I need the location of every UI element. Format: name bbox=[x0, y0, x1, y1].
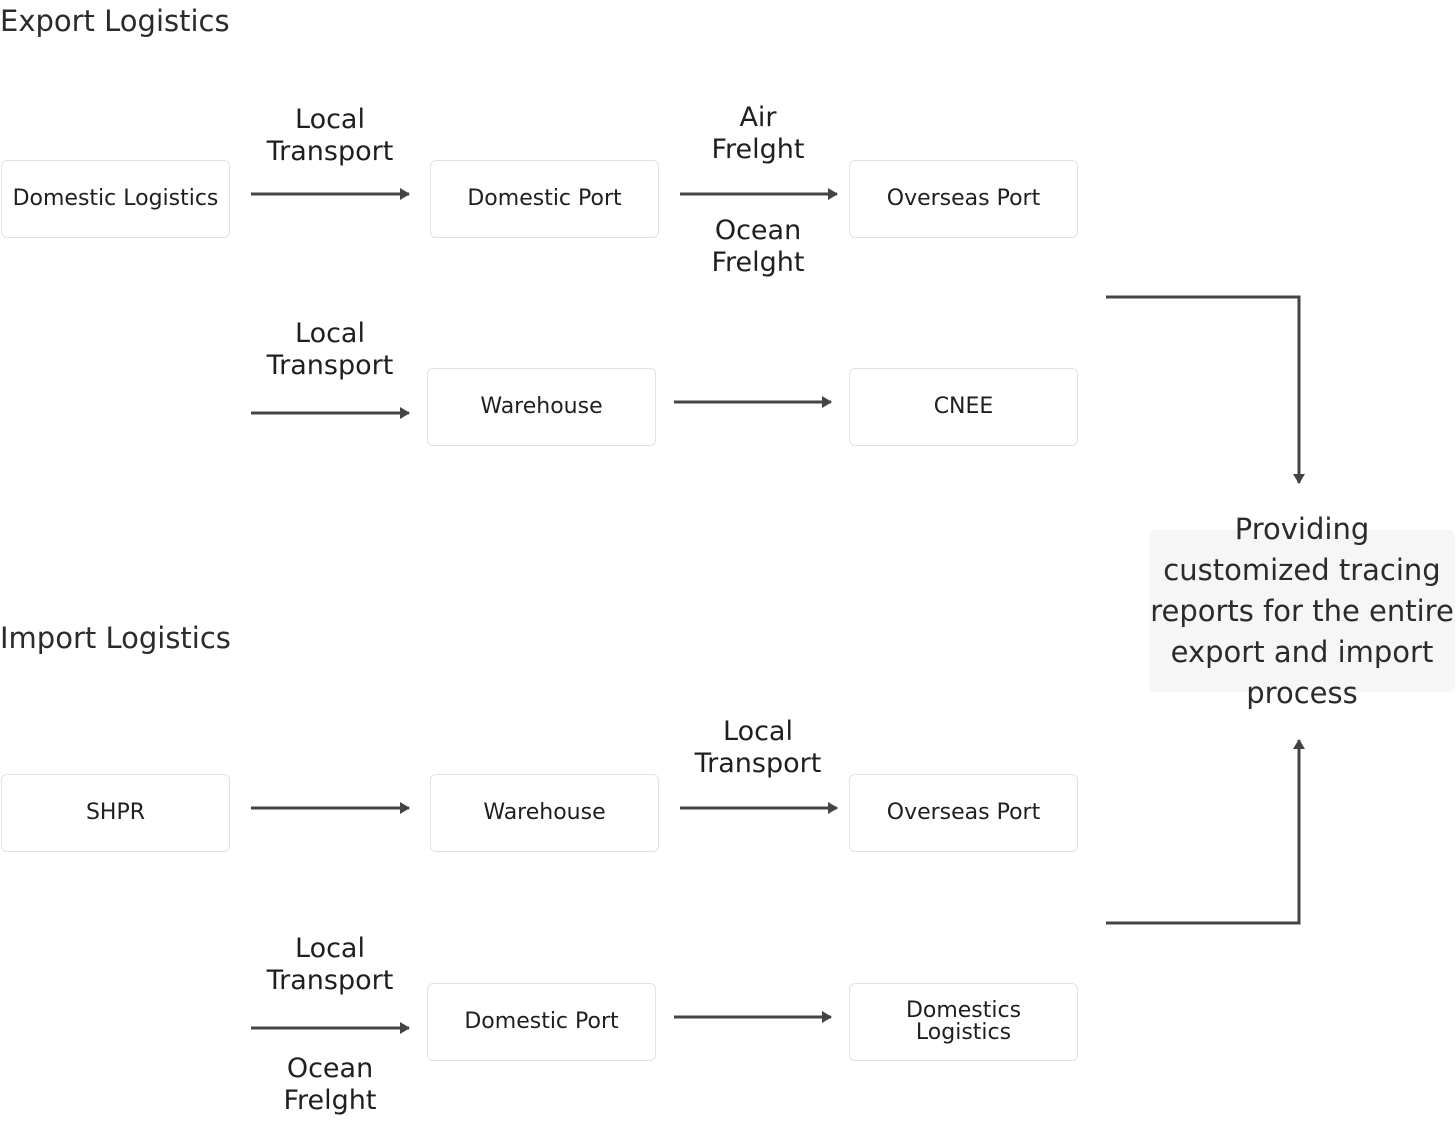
node-domestic-port: Domestic Port bbox=[430, 160, 659, 238]
elbow-arrow-export-to-note bbox=[1106, 295, 1305, 484]
node-label: Overseas Port bbox=[886, 800, 1041, 825]
edge-label-local-transport: Local Transport bbox=[266, 104, 394, 167]
edge-label-ocean-freight: Ocean Frelght bbox=[283, 1053, 377, 1116]
summary-note: Providing customized tracing reports for… bbox=[1149, 512, 1455, 710]
edge-label-local-transport: Local Transport bbox=[694, 716, 822, 779]
node-label-line1: Domestics bbox=[905, 998, 1022, 1023]
edge-label-local-transport: Local Transport bbox=[266, 933, 394, 996]
edge-label-ocean-freight: Ocean Frelght bbox=[711, 215, 805, 278]
node-domestic-port: Domestic Port bbox=[427, 983, 656, 1061]
node-warehouse: Warehouse bbox=[430, 774, 659, 852]
node-shpr: SHPR bbox=[1, 774, 230, 852]
node-label: Domestic Port bbox=[467, 186, 622, 211]
summary-note-text: Providing customized tracing reports for… bbox=[1150, 511, 1454, 710]
import-logistics-title: Import Logistics bbox=[0, 621, 231, 655]
node-label: Overseas Port bbox=[886, 186, 1041, 211]
node-label: Warehouse bbox=[480, 394, 603, 419]
node-cnee: CNEE bbox=[849, 368, 1078, 446]
node-label: CNEE bbox=[933, 394, 994, 419]
node-label-line2: Logistics bbox=[915, 1020, 1012, 1045]
export-logistics-title: Export Logistics bbox=[0, 4, 230, 38]
node-warehouse: Warehouse bbox=[427, 368, 656, 446]
node-label: Warehouse bbox=[483, 800, 606, 825]
edge-label-air-freight: Air Frelght bbox=[711, 102, 805, 165]
node-domestics-logistics: Domestics Logistics bbox=[849, 983, 1078, 1061]
node-overseas-port: Overseas Port bbox=[849, 774, 1078, 852]
node-label: Domestic Logistics bbox=[12, 186, 219, 211]
node-domestic-logistics: Domestic Logistics bbox=[1, 160, 230, 238]
elbow-arrow-import-to-note bbox=[1106, 739, 1305, 925]
node-label: Domestic Port bbox=[464, 1009, 619, 1034]
edge-label-local-transport: Local Transport bbox=[266, 318, 394, 381]
node-overseas-port: Overseas Port bbox=[849, 160, 1078, 238]
node-label: SHPR bbox=[85, 800, 146, 825]
